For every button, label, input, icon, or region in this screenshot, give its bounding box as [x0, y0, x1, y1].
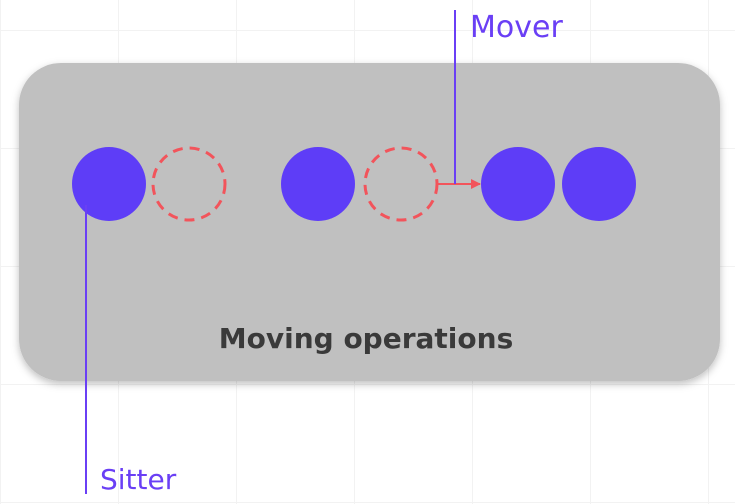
- middle-circle: [281, 147, 355, 221]
- moved-circle-2: [562, 147, 636, 221]
- ghost-circle-2: [363, 146, 439, 222]
- operations-container: [19, 63, 720, 381]
- moved-circle-1: [481, 147, 555, 221]
- sitter-label: Sitter: [100, 463, 177, 496]
- ghost-circle-1: [151, 146, 227, 222]
- mover-label: Mover: [470, 10, 563, 45]
- sitter-circle: [72, 147, 146, 221]
- diagram-caption: Moving operations: [219, 322, 513, 355]
